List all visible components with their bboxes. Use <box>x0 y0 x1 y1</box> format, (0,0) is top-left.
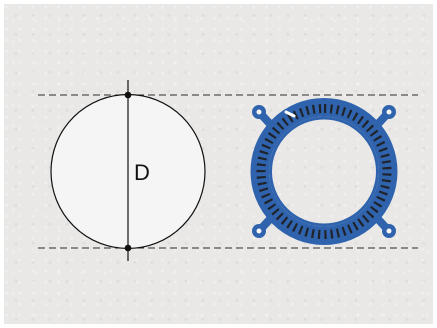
reference-lines <box>38 94 418 249</box>
bottom-diameter-point <box>124 244 132 252</box>
top-diameter-point <box>124 91 132 99</box>
mounting-ring-icon <box>250 98 398 245</box>
ring-segment-band <box>256 104 392 239</box>
ring-highlight <box>284 110 296 118</box>
ring-inner-edge <box>269 116 379 227</box>
diameter-label: D <box>134 160 150 185</box>
diagram-background <box>4 4 433 324</box>
mounting-tab-icon <box>252 105 396 238</box>
ring-outer-edge <box>250 98 398 245</box>
left-measurement-figure: D <box>50 80 206 261</box>
